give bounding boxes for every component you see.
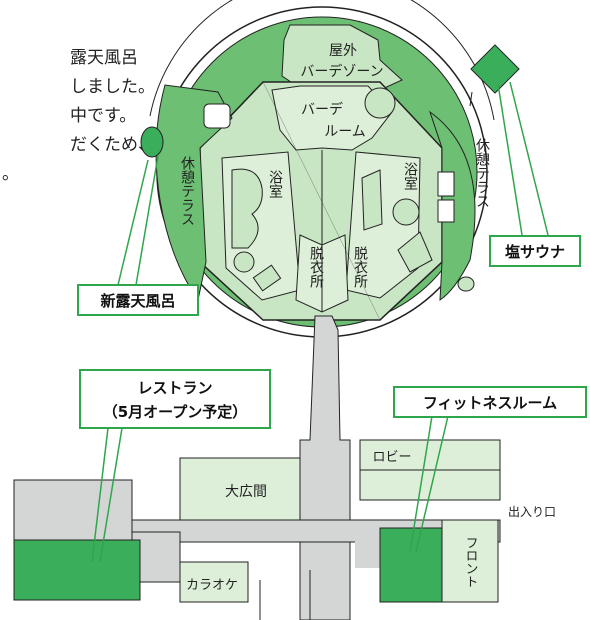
callout-salt-sauna — [489, 235, 581, 267]
front-desk — [441, 519, 499, 603]
main-corridor — [299, 315, 351, 620]
callout-new-open-air-bath — [77, 284, 199, 316]
leader-restaurant — [99, 427, 123, 563]
bath-left-pool — [233, 251, 255, 273]
leader-fitness — [409, 415, 433, 553]
intro-text: 露天風呂 しました。 中です。 だくため、 。 — [0, 44, 155, 189]
callout-restaurant-line2: （5月オープン予定） — [103, 403, 248, 421]
label-dressing-right: 脱衣所 — [352, 246, 368, 288]
callout-fitness-room — [393, 386, 587, 418]
callout-restaurant — [79, 369, 271, 429]
leader-salt-sauna — [497, 83, 523, 236]
label-entrance: 出入り口 — [508, 505, 556, 519]
label-bade-room-1: バーデ — [301, 101, 343, 118]
label-dressing-left: 脱衣所 — [308, 246, 324, 288]
leader-new-bath — [135, 155, 159, 286]
terrace-right-bench — [437, 171, 455, 197]
label-front: フロント — [463, 536, 478, 588]
label-rest-terrace-left: 休憩テラス — [179, 156, 195, 226]
outer-arc — [149, 0, 495, 121]
bath-right-pool — [392, 198, 420, 226]
sauna-connector — [469, 91, 473, 107]
intro-line: 中です。 — [70, 106, 137, 126]
callout-restaurant-line1: レストラン — [137, 379, 212, 397]
leader-fitness — [415, 415, 449, 553]
hall-room — [179, 457, 301, 521]
callout-fitness-room-text: フィットネスルーム — [423, 394, 557, 412]
intro-line: しました。 — [70, 77, 155, 97]
bath-right-block — [397, 231, 433, 273]
intro-line: 。 — [2, 164, 19, 184]
bath-left-tub — [231, 168, 263, 249]
label-outdoor-bar-2: バーデゾーン — [300, 63, 383, 80]
terrace-right-bench — [437, 199, 455, 223]
label-bade-room-2: ルーム — [324, 124, 366, 140]
callout-new-open-air-bath-text: 新露天風呂 — [100, 292, 175, 310]
terrace-left-bench — [203, 103, 231, 129]
label-outdoor-bar-1: 屋外 — [329, 43, 357, 59]
intro-line: だくため、 — [70, 135, 155, 155]
terrace-right-pool — [457, 276, 475, 292]
label-hall: 大広間 — [225, 484, 267, 500]
fitness-room — [379, 527, 443, 603]
karaoke-room — [179, 561, 249, 603]
restaurant-room — [13, 539, 141, 601]
salt-sauna-room — [470, 44, 520, 94]
outdoor-bar-zone — [281, 24, 403, 91]
label-lobby: ロビー — [372, 450, 411, 465]
new-open-air-bath-pool — [140, 126, 164, 158]
label-rest-terrace-right: 休憩テラス — [474, 138, 490, 208]
bade-pool — [364, 87, 396, 119]
intro-line: 露天風呂 — [70, 48, 138, 68]
guide-line — [262, 81, 381, 321]
leader-restaurant — [91, 427, 109, 563]
bath-right-tub — [361, 169, 383, 231]
lobby — [359, 439, 501, 471]
bath-left-block — [252, 264, 282, 292]
label-bath-left: 浴室 — [267, 170, 283, 198]
label-karaoke: カラオケ — [186, 578, 238, 593]
callout-salt-sauna-text: 塩サウナ — [505, 243, 565, 261]
leader-new-bath — [117, 159, 149, 286]
label-bath-right: 浴室 — [402, 162, 418, 190]
leader-salt-sauna — [509, 81, 549, 236]
bade-room — [271, 85, 393, 151]
